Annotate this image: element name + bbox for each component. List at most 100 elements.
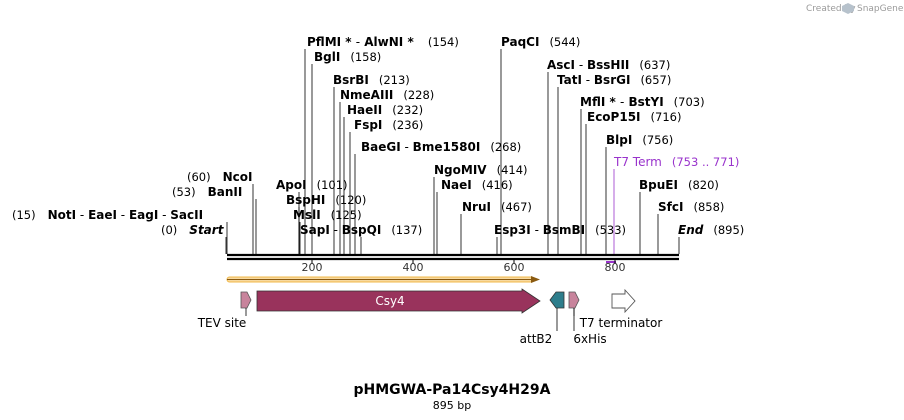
- credit-brand: SnapGene: [857, 4, 904, 14]
- site-label-part: NaeI: [441, 178, 472, 192]
- ruler-label-200: 200: [302, 261, 323, 274]
- t7-terminator-label: T7 terminator: [579, 316, 663, 330]
- ruler-label-400: 400: [403, 261, 424, 274]
- site-label-part: EagI: [129, 208, 158, 222]
- site-label[interactable]: NmeAIII(228): [340, 88, 434, 102]
- site-label[interactable]: ApoI (101): [276, 178, 348, 192]
- site-label-part: SacII: [170, 208, 203, 222]
- site-label-part: Esp3I: [494, 223, 531, 237]
- site-label[interactable]: BsrBI(213): [333, 73, 410, 87]
- site-label-part: (858): [693, 200, 724, 214]
- site-label-part: -: [330, 223, 342, 237]
- site-label[interactable]: (15)NotI - EaeI - EagI - SacII: [12, 208, 203, 222]
- site-label[interactable]: (53)BanII: [172, 185, 242, 199]
- site-label-part: (895): [713, 223, 744, 237]
- site-label-part: End: [678, 223, 704, 237]
- tev-site-feature[interactable]: [240, 291, 252, 309]
- site-label-part: (101): [317, 178, 348, 192]
- site-label-part: NcoI: [223, 170, 253, 184]
- site-label-part: -: [620, 95, 624, 109]
- site-label-part: (544): [549, 35, 580, 49]
- site-label-part: PaqCI: [501, 35, 539, 49]
- site-label-part: -: [117, 208, 129, 222]
- site-label[interactable]: FspI (236): [354, 118, 423, 132]
- attb2-label: attB2: [520, 332, 553, 346]
- site-label[interactable]: NruI(467): [462, 200, 532, 214]
- site-label-part: (268): [490, 140, 521, 154]
- snapgene-logo-icon: [842, 3, 854, 14]
- site-label[interactable]: End (895): [678, 223, 744, 237]
- site-label-part: ApoI: [276, 178, 307, 192]
- site-label-part: (53): [172, 185, 196, 199]
- site-label-part: TatI: [557, 73, 582, 87]
- site-label-part: MflI: [580, 95, 605, 109]
- csy4-feature[interactable]: [256, 288, 541, 314]
- ruler-label-800: 800: [605, 261, 626, 274]
- site-label[interactable]: Esp3I - BsmBI (533): [494, 223, 626, 237]
- site-label[interactable]: BspHI(120): [286, 193, 366, 207]
- site-label-part: (236): [392, 118, 423, 132]
- site-label[interactable]: HaeII (232): [347, 103, 423, 117]
- site-label[interactable]: AscI - BssHII(637): [547, 58, 670, 72]
- site-label-part: (125): [331, 208, 362, 222]
- site-label[interactable]: PflMI * - AlwNI * (154): [307, 35, 459, 49]
- site-label[interactable]: (60)NcoI: [187, 170, 252, 184]
- site-label-part: BglI: [314, 50, 340, 64]
- site-label[interactable]: NgoMIV (414): [434, 163, 528, 177]
- site-label-part: BsrBI: [333, 73, 369, 87]
- site-label[interactable]: PaqCI (544): [501, 35, 580, 49]
- site-label-part: -: [158, 208, 170, 222]
- site-label-part: (416): [482, 178, 513, 192]
- site-label-part: BsmBI: [543, 223, 585, 237]
- site-label-part: -: [575, 58, 587, 72]
- site-label-part: -: [531, 223, 543, 237]
- site-label[interactable]: (0)Start: [161, 223, 225, 237]
- 6xhis-label: 6xHis: [573, 332, 606, 346]
- site-label[interactable]: NaeI (416): [441, 178, 513, 192]
- site-label[interactable]: BlpI (756): [606, 133, 673, 147]
- site-label-part: -: [582, 73, 594, 87]
- site-label-part: -: [401, 140, 413, 154]
- site-label[interactable]: SapI - BspQI(137): [300, 223, 422, 237]
- csy4-feature-label: Csy4: [375, 294, 404, 308]
- site-label-part: BlpI: [606, 133, 632, 147]
- site-label-part: (756): [642, 133, 673, 147]
- site-label-part: NotI: [48, 208, 77, 222]
- site-label[interactable]: MslI(125): [293, 208, 362, 222]
- site-label-part: (533): [595, 223, 626, 237]
- site-label-part: (820): [688, 178, 719, 192]
- site-label-part: T7 Term: [613, 155, 662, 169]
- site-connector-lines: [225, 49, 680, 254]
- site-label[interactable]: BpuEI(820): [639, 178, 719, 192]
- site-label-part: SfcI: [658, 200, 683, 214]
- site-label-part: (154): [428, 35, 459, 49]
- site-label-part: BstYI: [624, 95, 663, 109]
- site-label-part: BspQI: [342, 223, 382, 237]
- site-label[interactable]: T7 Term(753 .. 771): [613, 155, 739, 169]
- site-label-part: EcoP15I: [587, 110, 641, 124]
- site-label[interactable]: MflI * - BstYI(703): [580, 95, 705, 109]
- site-label-part: BspHI: [286, 193, 325, 207]
- site-label-part: (228): [403, 88, 434, 102]
- site-label-part: BaeGI: [361, 140, 401, 154]
- site-label-part: FspI: [354, 118, 382, 132]
- tev-site-label: TEV site: [197, 316, 247, 330]
- site-label-part: AscI: [547, 58, 575, 72]
- site-label[interactable]: BglI(158): [314, 50, 381, 64]
- site-label-part: (232): [392, 103, 423, 117]
- site-label-part: Start: [189, 223, 224, 237]
- 6xhis-feature[interactable]: [568, 291, 580, 309]
- site-label[interactable]: SfcI (858): [658, 200, 724, 214]
- orf-arrowhead-icon: [531, 276, 540, 283]
- site-label-part: (414): [497, 163, 528, 177]
- site-label[interactable]: EcoP15I(716): [587, 110, 681, 124]
- site-label[interactable]: BaeGI - Bme1580I(268): [361, 140, 521, 154]
- ruler: 200 400 600 800: [302, 259, 626, 274]
- site-label-part: BsrGI: [594, 73, 631, 87]
- site-label[interactable]: TatI - BsrGI(657): [557, 73, 671, 87]
- site-label-part: SapI: [300, 223, 330, 237]
- t7-terminator-feature[interactable]: [611, 288, 636, 314]
- attb2-feature[interactable]: [549, 291, 565, 309]
- site-label-part: HaeII: [347, 103, 382, 117]
- site-label-part: NgoMIV: [434, 163, 487, 177]
